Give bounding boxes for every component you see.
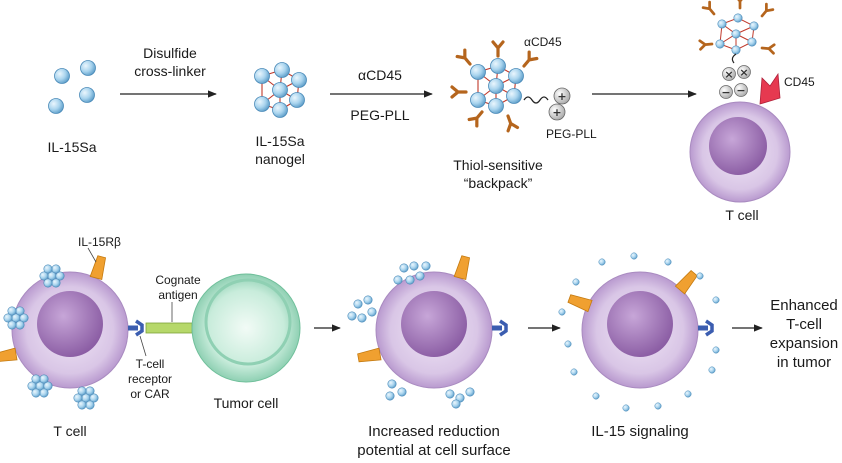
tcell-top — [689, 101, 791, 203]
nanogel — [254, 62, 307, 118]
tcell-bottom — [11, 271, 129, 389]
tcell-reduction — [356, 254, 506, 389]
step1-label: IL-15Sa — [47, 139, 96, 155]
step3-label-line2: “backpack” — [464, 175, 533, 191]
svg-text:×: × — [724, 68, 733, 81]
backpack-antibody-label: αCD45 — [524, 35, 562, 49]
svg-text:+: + — [552, 106, 561, 119]
svg-text:×: × — [739, 66, 748, 79]
peg-linker — [523, 96, 549, 104]
arrow2-label-bottom: PEG-PLL — [350, 107, 409, 123]
antigen-label-line1: Cognate — [155, 273, 201, 287]
arrow2-label-top: αCD45 — [358, 67, 402, 83]
tcr-label-line2: receptor — [128, 372, 172, 386]
antigen-icon — [145, 322, 193, 334]
step-b-label: IL-15 signaling — [591, 423, 689, 440]
step-a-label-line1: Increased reduction — [368, 423, 500, 440]
tcell-signaling — [566, 268, 712, 389]
tcr-label-line3: or CAR — [130, 387, 170, 401]
outcome-line2: T-cell — [786, 316, 822, 333]
attached-backpack: × × − − — [698, 0, 776, 99]
tcell-top-label: T cell — [725, 207, 758, 223]
tumor-cell — [191, 273, 301, 383]
arrow1-label-line2: cross-linker — [134, 63, 206, 79]
free-il15-dots — [558, 252, 720, 412]
backpack-polymer-label: PEG-PLL — [546, 127, 597, 141]
svg-text:−: − — [736, 84, 745, 97]
tcr-icon — [128, 321, 142, 335]
step2-label-line2: nanogel — [255, 151, 305, 167]
step2-label-line1: IL-15Sa — [255, 133, 304, 149]
tcell-bottom-label: T cell — [53, 423, 86, 439]
step3-label-line1: Thiol-sensitive — [453, 157, 543, 173]
outcome-line4: in tumor — [777, 354, 831, 371]
antigen-label-line2: antigen — [158, 288, 197, 302]
plus-charge-icon: + + — [548, 87, 571, 121]
il15r-label: IL-15Rβ — [78, 235, 121, 249]
cd45-icon — [759, 72, 781, 105]
step-a-label-line2: potential at cell surface — [357, 442, 510, 459]
svg-text:−: − — [721, 86, 730, 99]
tumor-label: Tumor cell — [214, 395, 279, 411]
arrow1-label-line1: Disulfide — [143, 45, 197, 61]
tcr-label-line1: T-cell — [136, 357, 165, 371]
outcome-line1: Enhanced — [770, 297, 838, 314]
il15sa-particles — [48, 60, 96, 114]
backpack: + + — [450, 40, 571, 133]
outcome-line3: expansion — [770, 335, 838, 352]
svg-text:+: + — [557, 90, 566, 103]
cd45-label: CD45 — [784, 75, 815, 89]
